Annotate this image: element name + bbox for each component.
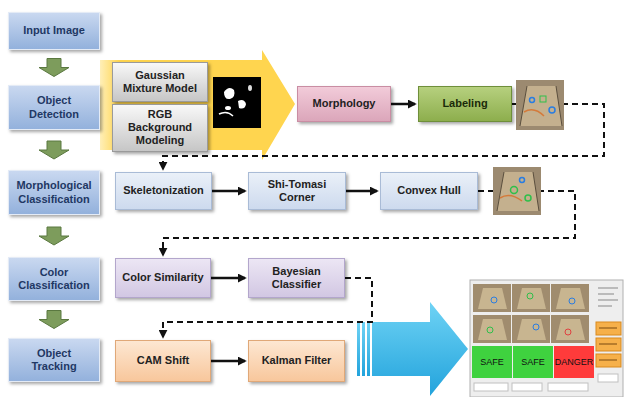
process-box: Color Similarity (115, 258, 211, 298)
output-arrow (357, 302, 468, 396)
foreground-mask-image (213, 77, 261, 128)
node-label: Morphology (302, 97, 386, 110)
node-label: Object Tracking (13, 347, 95, 373)
block-arrow (39, 311, 69, 329)
node-label: Labeling (423, 97, 507, 110)
block-arrow (39, 227, 69, 245)
process-box: Labeling (418, 86, 512, 122)
stage-box: Morphological Classification (8, 170, 100, 215)
node-label: Convex Hull (385, 184, 473, 197)
method-box: Gaussian Mixture Model (112, 62, 208, 102)
node-label: RGB Background Modeling (117, 108, 203, 148)
process-box: Shi-Tomasi Corner (248, 172, 346, 210)
status-label: SAFE (472, 346, 512, 378)
block-arrow (39, 59, 69, 77)
classified-photo (493, 167, 541, 215)
status-panel (472, 346, 512, 378)
node-label: Input Image (13, 24, 95, 37)
process-box: Bayesian Classifier (248, 258, 345, 298)
stage-box: Color Classification (8, 257, 100, 301)
camera-thumbnails (473, 284, 589, 343)
status-panel (513, 346, 553, 378)
flow-arrow (211, 277, 245, 280)
status-label: DANGER (554, 346, 594, 378)
stage-box: Object Detection (8, 85, 100, 130)
block-arrow (39, 141, 69, 159)
process-box: Skeletonization (115, 172, 212, 210)
process-box: Convex Hull (380, 172, 478, 210)
node-label: Object Detection (13, 94, 95, 120)
flow-arrow (212, 190, 245, 193)
node-label: Skeletonization (120, 184, 207, 197)
node-label: Gaussian Mixture Model (117, 69, 203, 95)
monitor-screenshot (470, 280, 623, 397)
node-label: CAM Shift (120, 354, 206, 367)
node-label: Morphological Classification (13, 179, 95, 205)
node-label: Color Similarity (120, 271, 206, 284)
control-panel (474, 288, 621, 391)
node-label: Color Classification (13, 266, 95, 292)
labeled-photo (516, 80, 564, 130)
process-box: Morphology (297, 86, 391, 122)
method-box: RGB Background Modeling (112, 104, 208, 152)
flow-arrow (346, 190, 377, 193)
flow-arrow (391, 103, 415, 106)
stage-box: Input Image (8, 12, 100, 50)
node-label: Kalman Filter (253, 354, 340, 367)
process-box: CAM Shift (115, 340, 211, 382)
node-label: Shi-Tomasi Corner (253, 178, 341, 204)
flow-arrow (211, 360, 245, 363)
status-panel (554, 346, 594, 378)
stage-box: Object Tracking (8, 338, 100, 382)
status-label: SAFE (513, 346, 553, 378)
node-label: Bayesian Classifier (253, 265, 340, 291)
process-box: Kalman Filter (248, 340, 345, 382)
